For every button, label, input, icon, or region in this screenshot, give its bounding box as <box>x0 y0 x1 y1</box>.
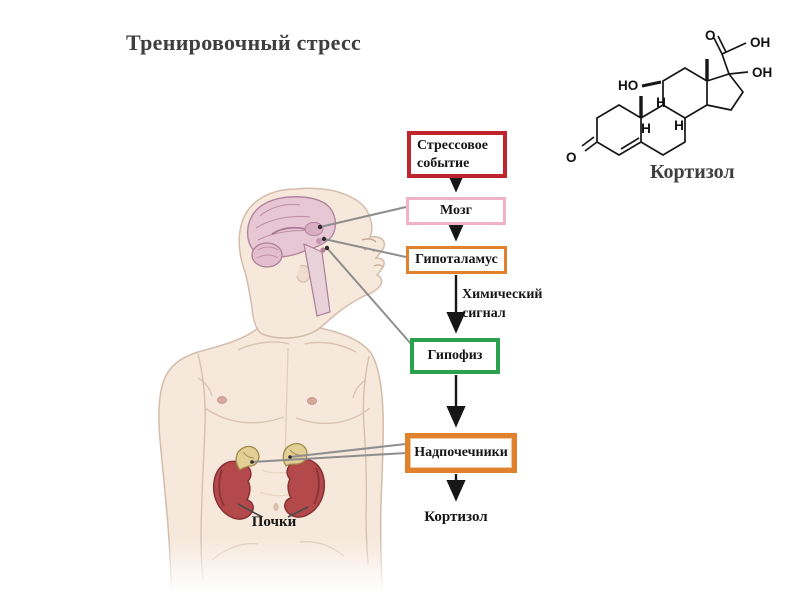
page-title: Тренировочный стресс <box>126 30 362 55</box>
flow-node-hypothalamus: Гипоталамус <box>406 246 507 274</box>
atom-label-chain-oh: OH <box>750 35 770 50</box>
atom-label-h1: H <box>641 121 651 136</box>
leader-line-adrenal-right <box>289 443 407 458</box>
flow-node-adrenal-glands: Надпочечники <box>405 433 517 473</box>
kidneys-label: Почки <box>251 514 297 530</box>
hypothalamus-organ <box>316 238 322 244</box>
nipple-right <box>307 397 317 405</box>
leader-line-pituitary <box>326 247 413 346</box>
leader-line-hypothalamus <box>323 238 407 258</box>
cortisol-caption: Кортизол <box>650 161 735 183</box>
ear <box>296 265 311 283</box>
atom-label-ketone-o: O <box>566 150 577 165</box>
flow-node-brain: Мозг <box>406 197 506 225</box>
eyebrow <box>361 238 377 243</box>
leader-line-adrenal-left <box>251 452 407 463</box>
atom-label-chain-o: O <box>705 30 716 43</box>
cortisol-result-label: Кортизол <box>424 509 488 525</box>
atom-label-h2: H <box>674 118 684 133</box>
atom-label-ho: HO <box>618 78 638 93</box>
body-fade <box>142 538 400 592</box>
leader-lines <box>251 206 413 463</box>
nipple-left <box>217 396 227 404</box>
atom-label-h3: H <box>656 95 666 110</box>
brainstem <box>303 242 331 317</box>
atom-label-c17-oh: OH <box>752 65 772 80</box>
kidneys-illustration <box>212 442 326 520</box>
leader-line-brain <box>319 206 407 228</box>
leader-dots <box>250 224 330 464</box>
flow-node-pituitary: Гипофиз <box>410 338 500 374</box>
kidney-label-lines <box>237 503 309 518</box>
cortisol-structure: O HO O OH OH H H H <box>566 30 772 165</box>
brain-illustration <box>246 196 337 317</box>
mouth <box>373 264 384 268</box>
adrenal-gland-left <box>235 445 260 471</box>
navel <box>273 503 279 511</box>
molecule-bonds <box>581 35 749 156</box>
flow-node-stress-event: Стрессовое событие <box>407 131 507 178</box>
chemical-signal-label: Химический сигнал <box>462 287 543 321</box>
